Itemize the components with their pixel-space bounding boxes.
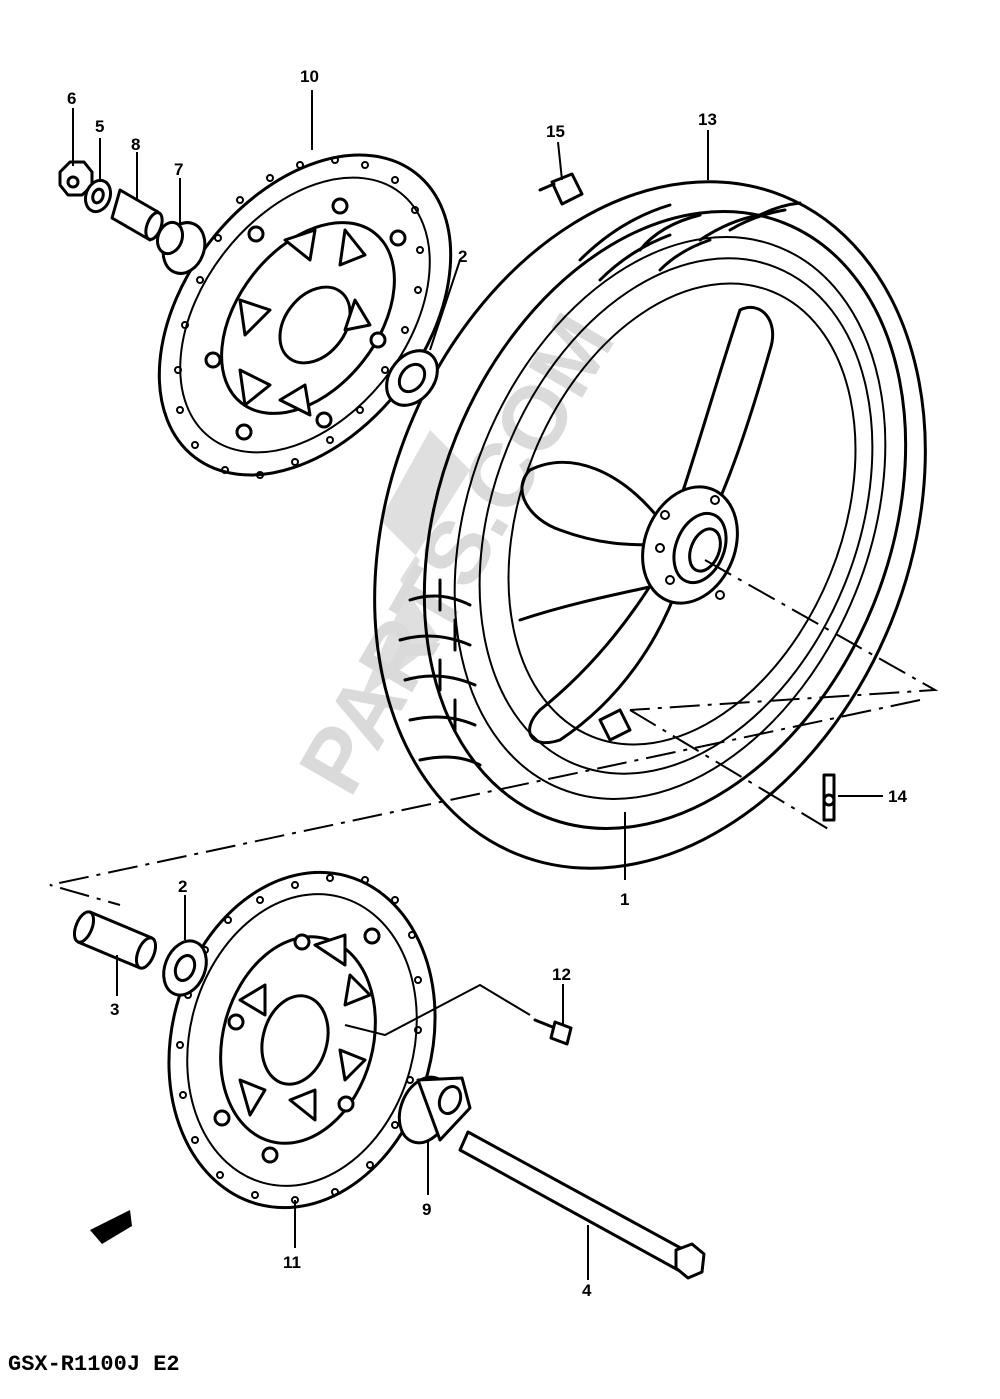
callout-15: 15 [546, 122, 565, 141]
callout-10: 10 [300, 67, 319, 86]
callout-12: 12 [552, 965, 571, 984]
valve-15 [538, 172, 584, 206]
callout-2-lower: 2 [178, 877, 187, 896]
callout-14: 14 [888, 787, 907, 806]
callout-labels: 10 6 5 8 7 2 15 13 1 14 2 3 12 9 11 4 [67, 67, 907, 1300]
callout-2-upper: 2 [458, 247, 467, 266]
tire-tread-top [578, 201, 802, 282]
callout-1: 1 [620, 890, 629, 909]
front-direction-arrow [90, 1210, 132, 1244]
brake-disc-lower [167, 870, 437, 1210]
tire-tread-left [398, 578, 482, 767]
callout-13: 13 [698, 110, 717, 129]
wheel-hub [641, 485, 739, 605]
callout-6: 6 [67, 89, 76, 108]
bolt-12 [533, 1018, 573, 1046]
disc-drill-holes [174, 156, 424, 479]
callout-11: 11 [283, 1253, 301, 1272]
front-wheel [373, 180, 927, 870]
model-label: GSX-R1100J E2 [8, 1352, 180, 1377]
axle-centerline [49, 559, 939, 906]
callout-9: 9 [422, 1200, 431, 1219]
valve-cap-14 [822, 773, 836, 822]
callout-7: 7 [174, 160, 183, 179]
spacer-9 [397, 1075, 472, 1145]
callout-8: 8 [131, 135, 140, 154]
collar-3 [72, 910, 158, 970]
callout-4: 4 [582, 1281, 592, 1300]
callout-3: 3 [110, 1000, 119, 1019]
callout-5: 5 [95, 117, 104, 136]
upper-hardware [58, 160, 207, 275]
bearing-lower [162, 939, 208, 997]
bearing-upper [385, 349, 439, 407]
axle-4 [458, 1130, 706, 1280]
leader-lines [72, 90, 883, 1280]
brake-disc-upper [157, 153, 453, 479]
washer-5 [83, 178, 113, 214]
